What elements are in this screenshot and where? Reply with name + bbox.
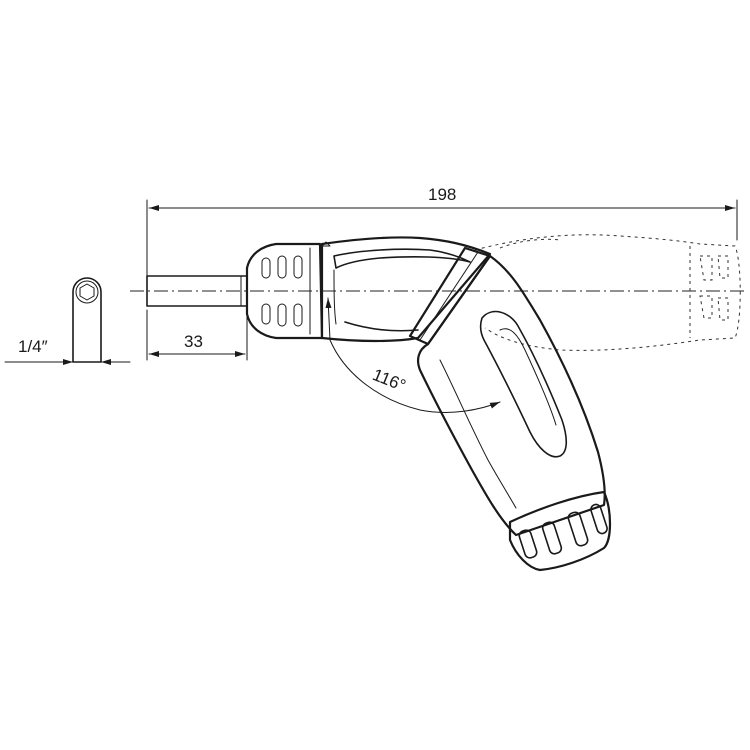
phantom-grip-slots [699,255,729,321]
chuck-knurl [261,247,311,335]
angle-dimension: 116° [325,297,501,413]
cap-slots [518,503,608,559]
bit-length-label: 33 [184,332,203,351]
tool-head [320,236,492,343]
overall-length-label: 198 [428,185,456,204]
hex-bit-end-view [72,277,102,363]
pistol-grip [417,254,606,537]
hex-size-label: 1/4″ [18,337,48,356]
pivot-joint [408,246,492,346]
chuck-collar [245,241,331,340]
straight-handle-phantom [474,234,741,351]
overall-length-dimension: 198 [146,185,738,291]
grip-end-cap [508,490,612,572]
hex-size-dimension: 1/4″ [4,337,131,365]
bit-length-dimension: 33 [146,309,248,361]
